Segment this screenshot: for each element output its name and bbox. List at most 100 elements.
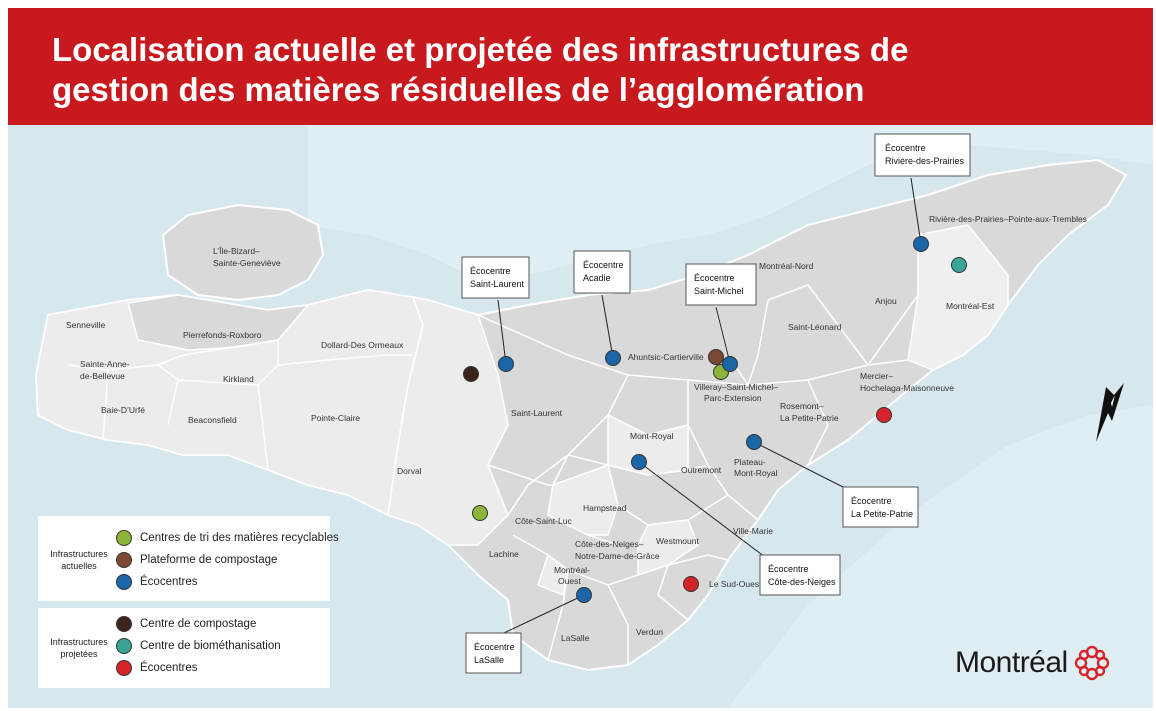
legend-projected-group: Infrastructures projetées: [44, 636, 114, 660]
label-cote-saint-luc: Côte-Saint-Luc: [515, 516, 572, 526]
callout-petite-patrie-line2: La Petite-Patrie: [851, 509, 913, 519]
marker-ecocentre-projete-mhm: [876, 407, 892, 423]
callout-petite-patrie: Écocentre La Petite-Patrie: [842, 486, 919, 528]
label-pointe-claire: Pointe-Claire: [311, 413, 360, 423]
legend-ecocentre-actuel-dot: [116, 574, 132, 590]
label-dorval: Dorval: [397, 466, 422, 476]
legend-item-plateforme: Plateforme de compostage: [116, 552, 277, 568]
callout-acadie: Écocentre Acadie: [573, 250, 631, 294]
label-montreal-nord: Montréal-Nord: [759, 261, 814, 271]
label-montreal-est: Montréal-Est: [946, 301, 995, 311]
label-cdn: Côte-des-Neiges–: [575, 539, 644, 549]
label-rosemont-2: La Petite-Patrie: [780, 413, 839, 423]
ile-bizard: [161, 203, 325, 302]
district-labels: L’Île-Bizard– Sainte-Geneviève Sennevill…: [66, 214, 1087, 643]
montreal-est-area: [907, 224, 1009, 371]
callout-saint-michel-line1: Écocentre: [694, 273, 735, 283]
marker-ecocentre-petite-patrie: [746, 434, 762, 450]
callout-acadie-line2: Acadie: [583, 273, 611, 283]
montreal-ouest-area: [537, 553, 569, 597]
title-line-2: gestion des matières résiduelles de l’ag…: [52, 71, 865, 108]
marker-ecocentre-rdp: [913, 236, 929, 252]
label-westmount: Westmount: [656, 536, 699, 546]
north-shore: [308, 125, 1153, 285]
label-senneville: Senneville: [66, 320, 105, 330]
legend-biomethanisation-dot: [116, 638, 132, 654]
legend-item-ecocentres-projetes: Écocentres: [116, 660, 198, 676]
label-rosemont: Rosemont–: [780, 401, 824, 411]
label-lachine: Lachine: [489, 549, 519, 559]
callout-saint-michel: Écocentre Saint-Michel: [685, 263, 757, 306]
callout-cote-des-neiges: Écocentre Côte-des-Neiges: [759, 554, 841, 596]
south-shore: [728, 405, 1153, 708]
callout-lasalle-line1: Écocentre: [474, 642, 515, 652]
label-ahuntsic: Ahuntsic-Cartierville: [628, 352, 704, 362]
callout-lasalle-line2: LaSalle: [474, 655, 504, 665]
montreal-logo: Montréal: [955, 643, 1112, 683]
label-saint-leonard: Saint-Léonard: [788, 322, 842, 332]
westmount-area: [637, 519, 699, 577]
label-ile-bizard-2: Sainte-Geneviève: [213, 258, 281, 268]
map-frame: Localisation actuelle et projetée des in…: [8, 8, 1153, 708]
legend-item-tri: Centres de tri des matières recyclables: [116, 530, 339, 546]
legend-biomethanisation-label: Centre de biométhanisation: [140, 640, 281, 652]
label-plateau-2: Mont-Royal: [734, 468, 778, 478]
label-montreal-ouest-2: Ouest: [558, 576, 581, 586]
callout-saint-laurent-line1: Écocentre: [470, 266, 511, 276]
marker-compostage-projete: [463, 366, 479, 382]
label-pierrefonds: Pierrefonds-Roxboro: [183, 330, 262, 340]
callout-saint-michel-line2: Saint-Michel: [694, 286, 744, 296]
marker-ecocentre-cote-des-neiges: [631, 454, 647, 470]
label-rdp: Rivière-des-Prairies–Pointe-aux-Trembles: [929, 214, 1087, 224]
rosette-icon: [1074, 645, 1109, 681]
label-sainte-anne: Sainte-Anne-: [80, 359, 130, 369]
legend-ecocentre-projete-label: Écocentres: [140, 662, 198, 674]
page-title: Localisation actuelle et projetée des in…: [52, 30, 1052, 110]
markers: [463, 236, 967, 603]
title-line-1: Localisation actuelle et projetée des in…: [52, 31, 909, 68]
label-montreal-ouest: Montréal-: [554, 565, 590, 575]
label-verdun: Verdun: [636, 627, 663, 637]
marker-ecocentre-projete-sud-ouest: [683, 576, 699, 592]
callout-acadie-line1: Écocentre: [583, 260, 624, 270]
marker-ecocentre-saint-laurent: [498, 356, 514, 372]
legend-tri-dot: [116, 530, 132, 546]
legend-projected: Infrastructures projetées Centre de comp…: [38, 608, 330, 688]
legend-current-group-line1: Infrastructures: [50, 549, 108, 559]
legend-compostage-label: Centre de compostage: [140, 618, 257, 630]
legend-item-biomethanisation: Centre de biométhanisation: [116, 638, 281, 654]
callout-saint-laurent-line2: Saint-Laurent: [470, 279, 525, 289]
label-ville-marie: Ville-Marie: [733, 526, 773, 536]
marker-plateforme-compostage: [708, 349, 724, 365]
callout-cote-des-neiges-line1: Écocentre: [768, 564, 809, 574]
label-sainte-anne-2: de-Bellevue: [80, 371, 125, 381]
legend-ecocentre-projete-dot: [116, 660, 132, 676]
dorval-area: [387, 296, 509, 546]
callout-rdp-line1: Écocentre: [885, 143, 926, 153]
hampstead-cote-saint-luc: [547, 464, 619, 536]
callout-saint-laurent: Écocentre Saint-Laurent: [461, 256, 530, 299]
label-baie-durfe: Baie-D’Urfé: [101, 405, 145, 415]
label-mercier-2: Hochelaga-Maisonneuve: [860, 383, 954, 393]
label-villeray: Villeray–Saint-Michel–: [694, 382, 778, 392]
legend-current: Infrastructures actuelles Centres de tri…: [38, 516, 339, 601]
legend-item-compostage: Centre de compostage: [116, 616, 256, 632]
island-map: L’Île-Bizard– Sainte-Geneviève Sennevill…: [8, 125, 1153, 708]
label-anjou: Anjou: [875, 296, 897, 306]
marker-ecocentre-saint-michel: [722, 356, 738, 372]
label-villeray-2: Parc-Extension: [704, 393, 762, 403]
marker-tri-lachine: [472, 505, 488, 521]
label-cdn-2: Notre-Dame-de-Grâce: [575, 551, 660, 561]
legend-current-group-line2: actuelles: [61, 561, 97, 571]
label-plateau: Plateau-: [734, 457, 766, 467]
legend-item-ecocentres-actuels: Écocentres: [116, 574, 198, 590]
label-hampstead: Hampstead: [583, 503, 627, 513]
callout-rdp-line2: Rivière-des-Prairies: [885, 156, 965, 166]
west-island-boundaries: [67, 339, 413, 471]
legend-current-group: Infrastructures actuelles: [44, 548, 114, 572]
legend-ecocentre-actuel-label: Écocentres: [140, 576, 198, 588]
callout-rdp: Écocentre Rivière-des-Prairies: [874, 133, 971, 177]
label-beaconsfield: Beaconsfield: [188, 415, 237, 425]
label-lasalle: LaSalle: [561, 633, 590, 643]
label-saint-laurent: Saint-Laurent: [511, 408, 563, 418]
